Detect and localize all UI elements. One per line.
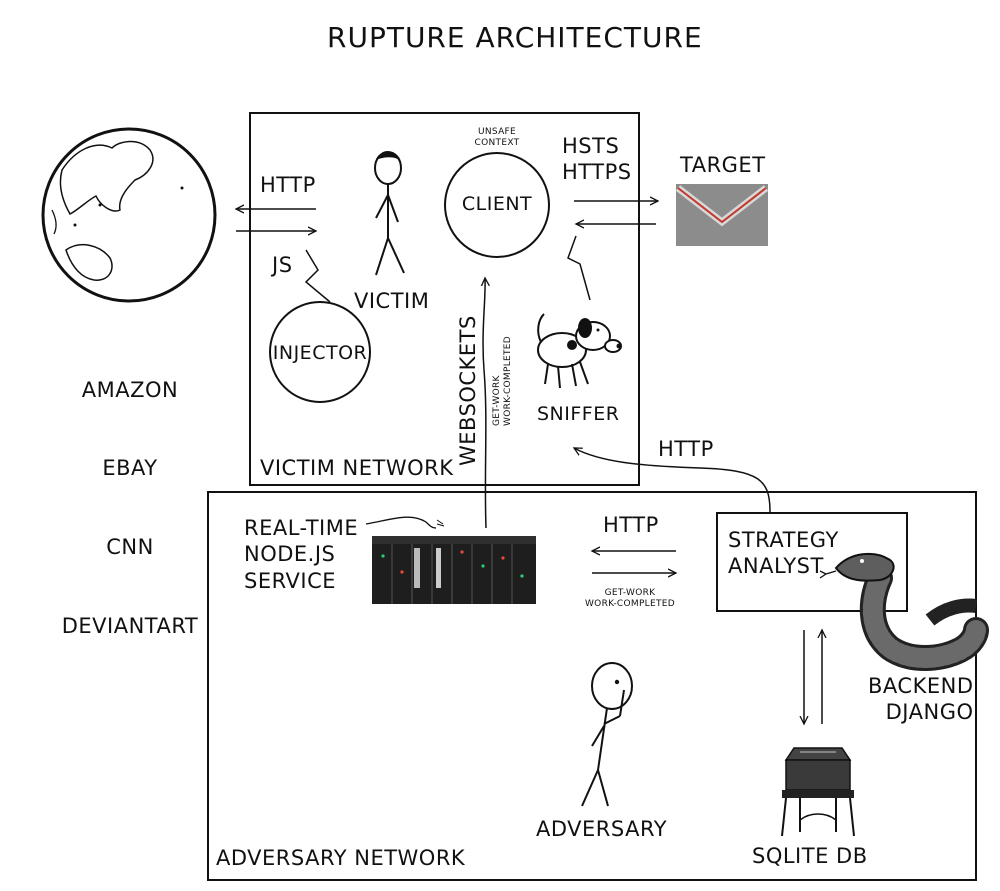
websites-list: AMAZON EBAY CNN DEVIANTART — [55, 324, 205, 665]
diagram-title: RUPTURE ARCHITECTURE — [327, 21, 703, 54]
client-note: UNSAFE CONTEXT — [474, 127, 520, 149]
js-label: JS — [272, 253, 293, 277]
victim-network-box — [249, 112, 640, 486]
websockets-arrow — [483, 278, 486, 529]
django-snake-icon — [819, 552, 989, 671]
sniffer-dog-icon — [537, 313, 622, 389]
http-label-analyst: HTTP — [658, 437, 714, 461]
nodejs-service-label: REAL-TIME NODE.JS SERVICE — [244, 516, 359, 593]
http-label-middle: HTTP — [603, 513, 659, 537]
injector-circle — [269, 301, 371, 403]
website-cnn: CNN — [106, 535, 154, 559]
client-circle — [444, 152, 550, 258]
globe-icon — [41, 127, 217, 303]
sniffer-zigzag — [567, 235, 591, 301]
http-middle-note: GET-WORK WORK-COMPLETED — [584, 588, 676, 610]
sqlite-db-icon — [781, 747, 855, 837]
websockets-label: WEBSOCKETS — [456, 315, 480, 466]
hsts-https-label: HSTS HTTPS — [562, 134, 632, 185]
client-label: CLIENT — [461, 193, 533, 215]
target-label: TARGET — [680, 153, 766, 177]
victim-label: VICTIM — [354, 289, 430, 313]
adversary-network-box — [207, 491, 977, 881]
website-ebay: EBAY — [102, 456, 158, 481]
adversary-label: ADVERSARY — [536, 817, 668, 841]
server-rack-icon — [372, 536, 536, 604]
website-amazon: AMAZON — [81, 377, 179, 402]
victim-network-label: VICTIM NETWORK — [260, 456, 454, 480]
nodejs-pointer-line — [365, 516, 437, 529]
arrow-analyst-to-sniffer — [574, 448, 771, 513]
sqlite-db-label: SQLITE DB — [752, 844, 868, 868]
http-label-left: HTTP — [260, 173, 316, 197]
strategy-analyst-label: STRATEGY ANALYST — [728, 528, 839, 579]
sniffer-label: SNIFFER — [537, 403, 620, 425]
websockets-note: GET-WORK WORK-COMPLETED — [492, 335, 514, 426]
js-zigzag — [304, 249, 331, 303]
adversary-network-label: ADVERSARY NETWORK — [216, 846, 466, 870]
gmail-envelope-icon — [675, 184, 769, 246]
adversary-figure — [581, 662, 633, 807]
website-deviantart: DEVIANTART — [61, 613, 199, 638]
victim-figure — [374, 151, 405, 276]
backend-django-label: BACKEND DJANGO — [868, 674, 974, 725]
injector-label: INJECTOR — [272, 342, 368, 364]
